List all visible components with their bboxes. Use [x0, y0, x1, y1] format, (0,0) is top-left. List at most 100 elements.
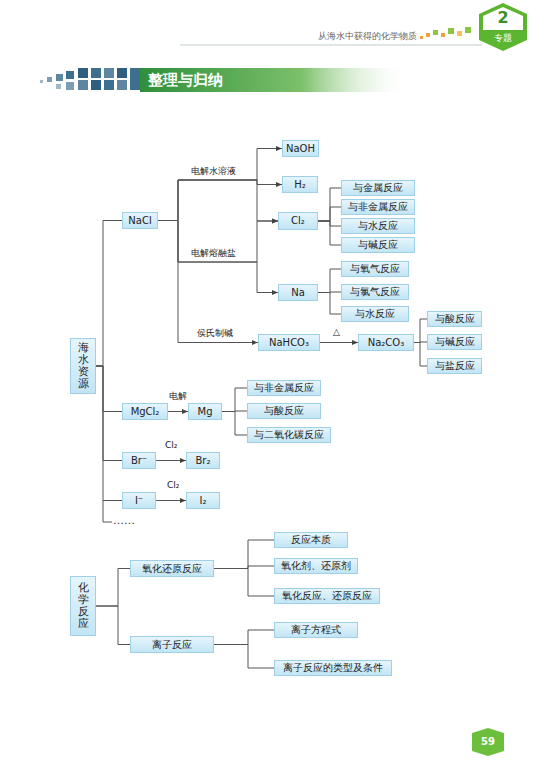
topic-box: Mg: [188, 403, 222, 420]
box-text: 与非金属反应: [348, 201, 408, 213]
tree-line: [318, 293, 341, 315]
box-text: 与酸反应: [264, 405, 304, 417]
tree-line: [96, 606, 130, 645]
tree-line: [214, 645, 274, 669]
tree-line: [414, 319, 427, 343]
topic-box: 离子反应的类型及条件: [274, 660, 392, 676]
topic-box: 与碱反应: [427, 334, 482, 350]
arrow-line: [158, 221, 278, 293]
topic-box: 与水反应: [341, 306, 409, 322]
header-text: 从海水中获得的化学物质: [318, 30, 417, 43]
box-text: Cl₂: [291, 215, 305, 227]
topic-box: Na₂CO₃: [358, 334, 414, 351]
topic-box: 与酸反应: [247, 403, 321, 419]
edge-label: △: [332, 328, 341, 338]
box-text: 与碱反应: [435, 336, 475, 348]
chapter-number: 2: [479, 9, 527, 27]
arrow-line: [320, 342, 358, 343]
box-text: 化学反应: [78, 582, 89, 630]
box-text: 反应本质: [291, 534, 331, 546]
topic-box: 与酸反应: [427, 311, 482, 327]
box-text: 海水资源: [78, 342, 89, 390]
topic-box: Cl₂: [278, 212, 318, 230]
edge-label: 电解: [168, 392, 188, 402]
tree-line: [214, 540, 274, 569]
box-text: 与金属反应: [353, 182, 403, 194]
arrow-line: [168, 411, 188, 412]
box-text: NaOH: [286, 143, 315, 155]
topic-box: 与盐反应: [427, 358, 482, 374]
box-text: 与酸反应: [435, 313, 475, 325]
section-title: 整理与归纳: [148, 71, 223, 89]
arrow-line: [158, 180, 278, 221]
edge-label: 电解熔融盐: [190, 249, 237, 259]
category-box: 化学反应: [70, 576, 96, 636]
chapter-word: 专题: [479, 33, 527, 44]
title-squares: [40, 68, 140, 90]
category-box: 海水资源: [70, 338, 96, 394]
topic-box: NaOH: [282, 140, 319, 157]
box-text: MgCl₂: [131, 406, 160, 418]
box-text: 离子反应的类型及条件: [283, 662, 383, 674]
page-number: 59: [472, 735, 504, 749]
arrow-line: [158, 221, 278, 263]
box-text: 与氧气反应: [350, 263, 400, 275]
topic-box: 氧化反应、还原反应: [274, 588, 380, 604]
tree-line: [96, 569, 130, 607]
box-text: 与水反应: [355, 308, 395, 320]
title-bar: [140, 68, 410, 92]
tree-line: [96, 366, 122, 412]
box-text: I⁻: [135, 495, 143, 507]
tree-line: [318, 269, 341, 293]
topic-box: 与非金属反应: [341, 199, 415, 215]
tree-continuation: [103, 500, 112, 522]
tree-line: [414, 343, 427, 367]
box-text: 与水反应: [358, 220, 398, 232]
page-number-badge: [472, 728, 504, 756]
tree-line: [318, 207, 341, 221]
tree-line: [222, 412, 247, 436]
box-text: H₂: [294, 179, 306, 191]
tree-line: [222, 388, 247, 412]
box-text: 氧化还原反应: [142, 563, 202, 575]
topic-box: 与氯气反应: [341, 284, 409, 300]
edge-label: 侯氏制碱: [196, 329, 234, 339]
box-text: 离子方程式: [291, 624, 341, 636]
tree-line: [318, 188, 341, 221]
box-text: 与二氧化碳反应: [254, 429, 324, 441]
tree-line: [214, 630, 274, 645]
box-text: 氧化剂、还原剂: [281, 560, 351, 572]
topic-box: 氧化剂、还原剂: [274, 558, 358, 574]
box-text: Br₂: [196, 455, 211, 467]
topic-box: 反应本质: [274, 532, 348, 548]
topic-box: Br⁻: [122, 452, 156, 469]
arrow-line: [158, 149, 282, 221]
topic-box: 与碱反应: [341, 237, 415, 253]
tree-line: [214, 569, 274, 597]
arrow-line: [156, 460, 186, 461]
edge-label: 电解水溶液: [190, 167, 237, 177]
tree-line: [96, 366, 122, 461]
tree-line: [96, 366, 122, 501]
topic-box: 与二氧化碳反应: [247, 427, 331, 443]
topic-box: 离子方程式: [274, 622, 358, 638]
topic-box: NaCl: [122, 212, 158, 229]
box-text: Mg: [198, 406, 213, 418]
box-text: NaCl: [128, 215, 151, 227]
tree-line: [96, 221, 122, 367]
box-text: 氧化反应、还原反应: [282, 590, 372, 602]
header-dots: [420, 27, 471, 39]
topic-box: I⁻: [122, 492, 156, 509]
box-text: 离子反应: [152, 639, 192, 651]
box-text: 与氯气反应: [350, 286, 400, 298]
ellipsis: ……: [113, 514, 135, 527]
box-text: Na₂CO₃: [368, 337, 404, 349]
box-text: Br⁻: [131, 455, 147, 467]
edge-label: Cl₂: [164, 441, 178, 451]
topic-box: Na: [278, 284, 318, 301]
topic-box: I₂: [186, 492, 220, 509]
arrow-line: [158, 180, 282, 221]
topic-box: Br₂: [186, 452, 220, 469]
box-text: 与盐反应: [435, 360, 475, 372]
topic-box: 与非金属反应: [247, 380, 321, 396]
